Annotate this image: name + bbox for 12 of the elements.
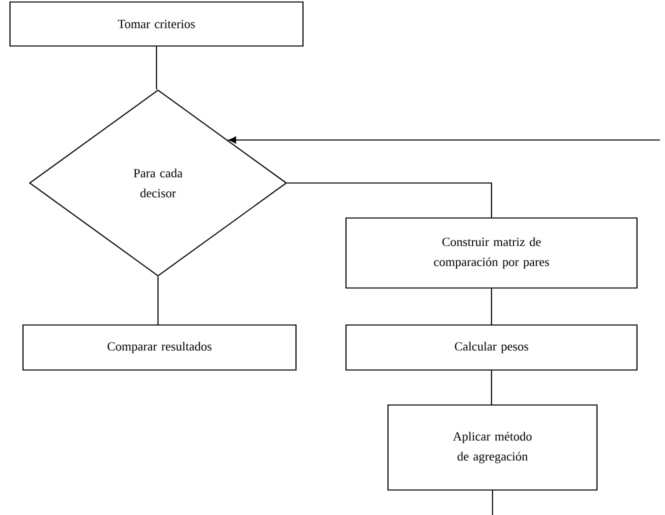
process-box: Calcular pesos xyxy=(345,324,638,371)
process-box: Tomar criterios xyxy=(9,1,304,47)
process-box: Aplicar método de agregación xyxy=(387,404,598,491)
process-box: Comparar resultados xyxy=(22,324,297,371)
connector xyxy=(156,46,158,90)
process-box: Construir matriz de comparación por pares xyxy=(345,217,638,289)
connector xyxy=(492,490,494,515)
connector xyxy=(157,276,159,324)
connector xyxy=(287,182,492,218)
connector xyxy=(490,288,492,324)
connector xyxy=(490,370,492,404)
connector xyxy=(228,136,660,144)
